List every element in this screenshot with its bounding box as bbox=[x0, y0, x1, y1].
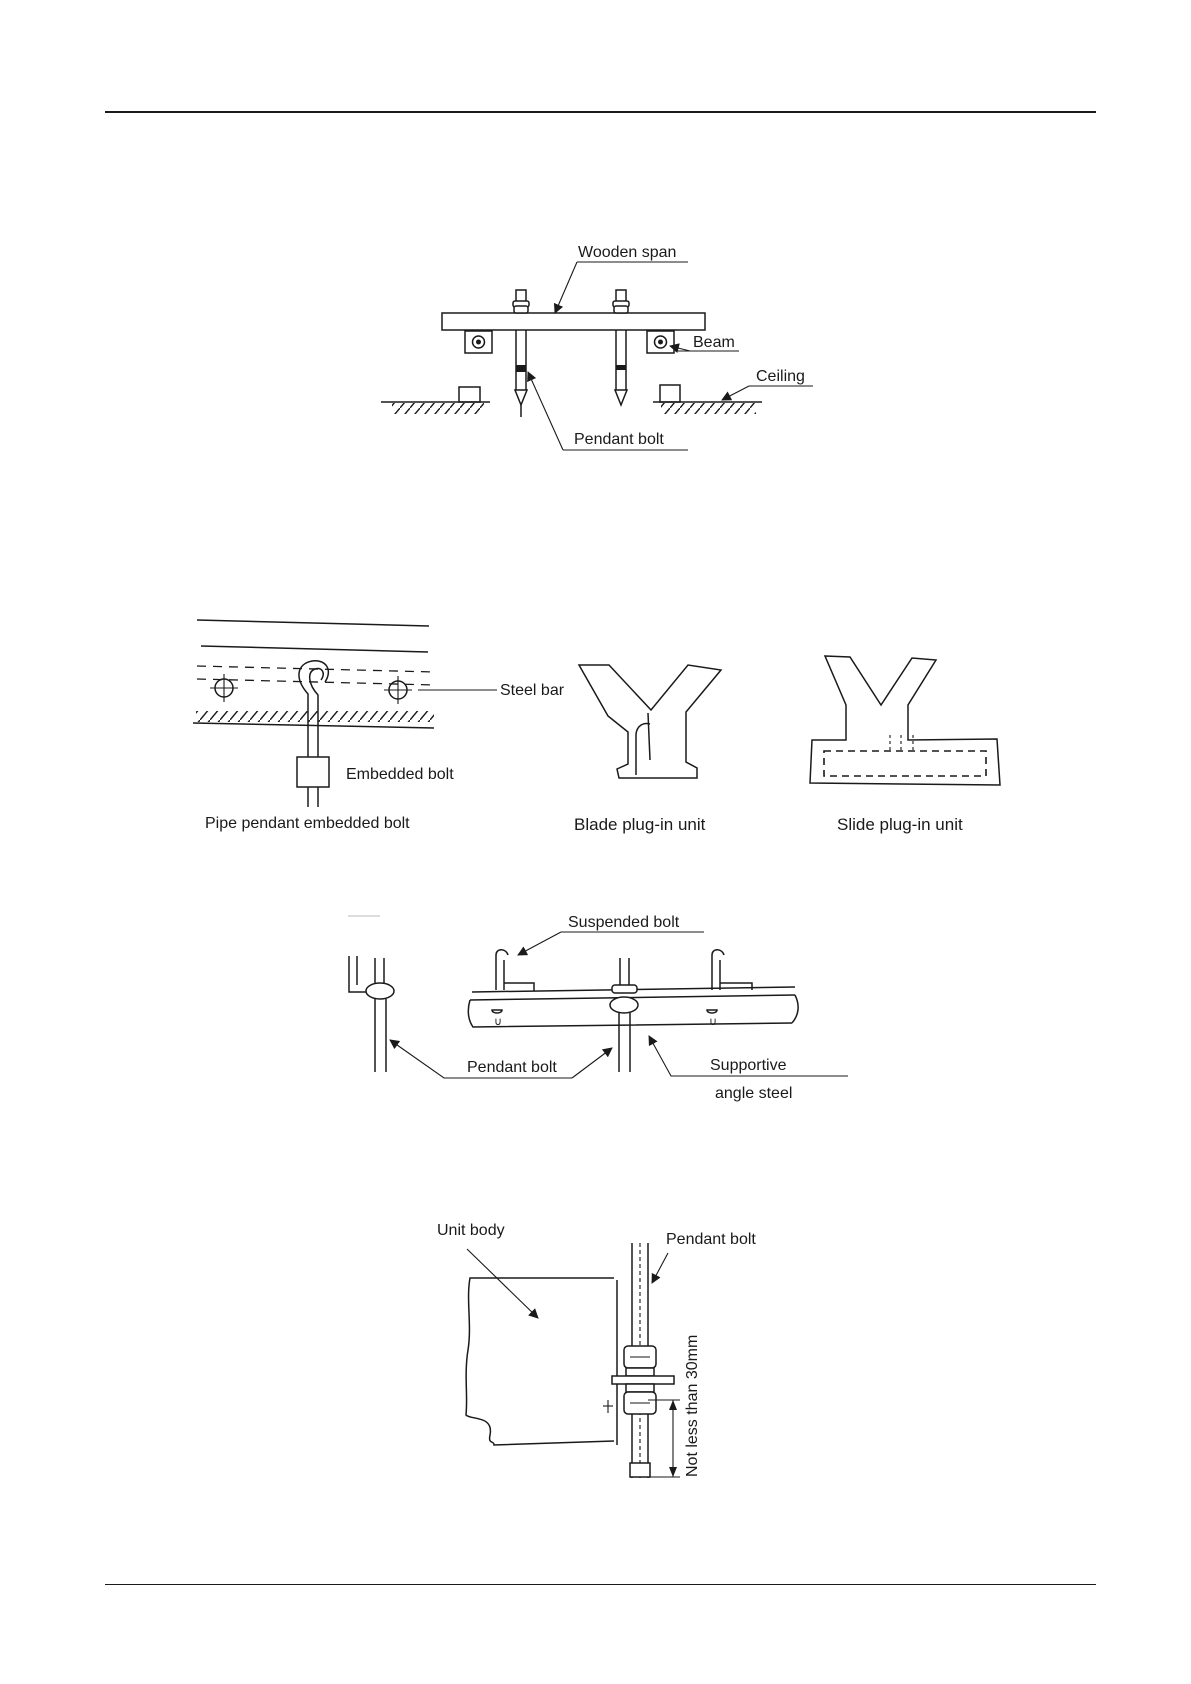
pendant-bolt-left-graphic bbox=[513, 290, 529, 417]
label-angle-steel: angle steel bbox=[715, 1085, 792, 1102]
pendant-bolt-right-graphic bbox=[613, 290, 629, 405]
label-embedded-bolt: Embedded bolt bbox=[346, 766, 454, 783]
caption-pipe-pendant: Pipe pendant embedded bolt bbox=[205, 815, 410, 832]
wooden-span-bar bbox=[442, 313, 705, 330]
label-pendant-bolt-4: Pendant bolt bbox=[666, 1231, 756, 1248]
label-steel-bar: Steel bar bbox=[500, 682, 565, 699]
figure-blade-plug-in-unit: Blade plug-in unit bbox=[574, 665, 721, 834]
ceiling-right-graphic bbox=[653, 385, 762, 414]
svg-text:∪: ∪ bbox=[709, 1016, 717, 1028]
caption-blade-plug-in: Blade plug-in unit bbox=[574, 815, 706, 834]
label-pendant-bolt-1: Pendant bolt bbox=[574, 431, 664, 448]
label-suspended-bolt: Suspended bolt bbox=[568, 914, 680, 931]
left-bracket-graphic bbox=[349, 956, 394, 1072]
suspended-bolt-left-graphic: ∪ bbox=[492, 950, 534, 1028]
beam-right-graphic bbox=[647, 331, 674, 353]
steel-bar-left-graphic bbox=[210, 674, 238, 702]
figure-pipe-pendant-embedded-bolt: Steel bar Embedded bolt Pipe pendant emb… bbox=[193, 620, 565, 832]
unit-pendant-bolt-graphic bbox=[612, 1243, 674, 1478]
ceiling-left-graphic bbox=[381, 387, 490, 414]
beam-left-graphic bbox=[465, 331, 492, 353]
label-beam: Beam bbox=[693, 334, 735, 351]
figure-wooden-span: Wooden span Beam Ceiling Pendant bolt bbox=[381, 244, 813, 450]
label-ceiling: Ceiling bbox=[756, 368, 805, 385]
label-supportive: Supportive bbox=[710, 1057, 787, 1074]
center-pendant-bolt-graphic bbox=[610, 958, 638, 1072]
label-not-less-than-30mm: Not less than 30mm bbox=[684, 1335, 701, 1477]
embedded-bolt-graphic bbox=[297, 661, 329, 807]
label-unit-body: Unit body bbox=[437, 1222, 505, 1239]
caption-slide-plug-in: Slide plug-in unit bbox=[837, 815, 963, 834]
figure-angle-steel: ∪ ∪ Suspended bolt Pendant bolt Supporti… bbox=[348, 914, 848, 1102]
label-wooden-span: Wooden span bbox=[578, 244, 676, 261]
bolt-u-mark: ∪ bbox=[494, 1016, 502, 1028]
steel-bar-right-graphic bbox=[384, 676, 412, 704]
figure-unit-body-mounting: Not less than 30mm Unit body Pendant bol… bbox=[437, 1222, 756, 1478]
figure-slide-plug-in-unit: Slide plug-in unit bbox=[810, 656, 1000, 834]
label-pendant-bolt-3: Pendant bolt bbox=[467, 1059, 557, 1076]
